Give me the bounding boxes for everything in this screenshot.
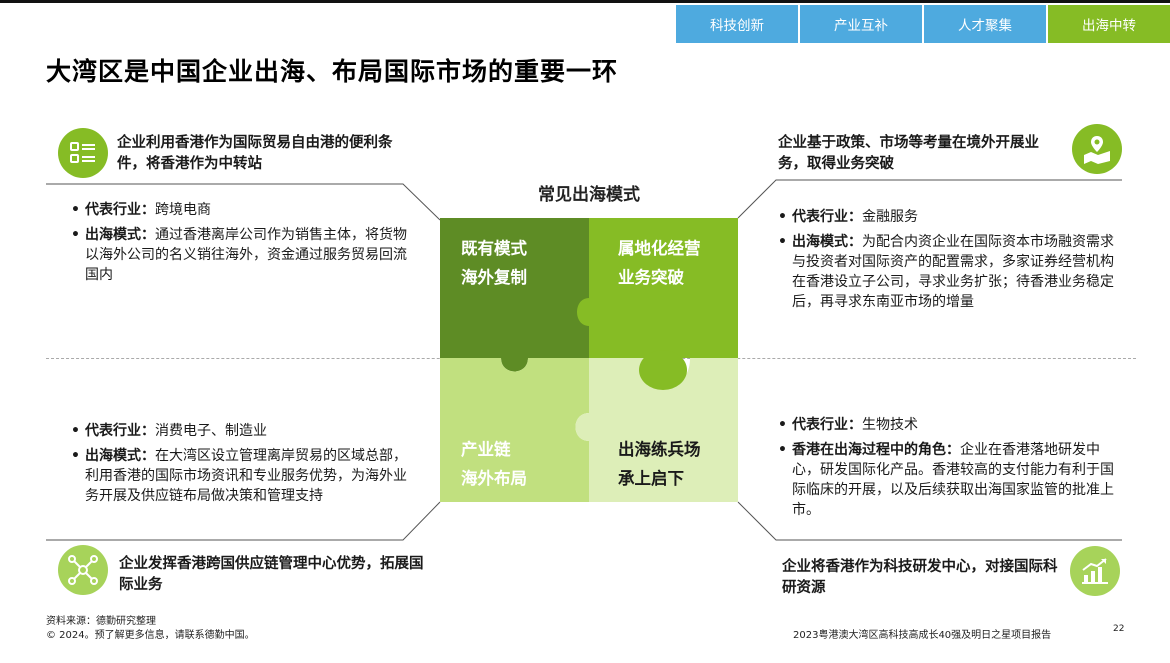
list-item: 出海模式：为配合内资企业在国际资本市场融资需求与投资者对国际资产的配置需求，多家…: [775, 232, 1127, 312]
tab-overseas-transit[interactable]: 出海中转: [1048, 5, 1170, 43]
puzzle-piece-tl: [440, 218, 589, 372]
tab-tech-innovation[interactable]: 科技创新: [676, 5, 798, 43]
bottom-left-points: 代表行业：消费电子、制造业 出海模式：在大湾区设立管理离岸贸易的区域总部，利用香…: [68, 421, 420, 511]
list-item: 出海模式：通过香港离岸公司作为销售主体，将货物以海外公司的名义销往海外，资金通过…: [68, 225, 420, 285]
top-left-heading: 企业利用香港作为国际贸易自由港的便利条件，将香港作为中转站: [117, 135, 393, 172]
map-pin-icon: [1072, 124, 1122, 174]
top-right-points: 代表行业：金融服务 出海模式：为配合内资企业在国际资本市场融资需求与投资者对国际…: [775, 207, 1127, 317]
puzzle-text-br: 出海练兵场 承上启下: [618, 440, 701, 488]
list-item: 代表行业：消费电子、制造业: [68, 421, 420, 441]
top-right-heading: 企业基于政策、市场等考量在境外开展业务，取得业务突破: [778, 135, 1039, 172]
center-title: 常见出海模式: [538, 185, 640, 205]
bottom-right-points: 代表行业：生物技术 香港在出海过程中的角色：企业在香港落地研发中心，研发国际化产…: [775, 415, 1127, 525]
list-item: 代表行业：跨境电商: [68, 200, 420, 220]
top-rule: [0, 0, 1170, 3]
footer-copyright: © 2024。预了解更多信息，请联系德勤中国。: [46, 630, 255, 641]
page-number: 22: [1113, 624, 1125, 634]
bottom-left-heading: 企业发挥香港跨国供应链管理中心优势，拓展国际业务: [119, 556, 424, 593]
puzzle-piece-br: [575, 358, 738, 502]
puzzle-text-bl: 产业链 海外布局: [461, 440, 527, 488]
puzzle-piece-bl: [440, 358, 589, 502]
bottom-right-heading: 企业将香港作为科技研发中心，对接国际科研资源: [782, 559, 1058, 596]
chart-growth-icon: [1070, 546, 1120, 596]
list-icon: [58, 128, 108, 178]
page-title: 大湾区是中国企业出海、布局国际市场的重要一环: [46, 57, 619, 86]
list-item: 代表行业：金融服务: [775, 207, 1127, 227]
footer-source: 资料来源：德勤研究整理: [46, 616, 156, 627]
list-item: 香港在出海过程中的角色：企业在香港落地研发中心，研发国际化产品。香港较高的支付能…: [775, 440, 1127, 520]
tab-industry-complement[interactable]: 产业互补: [800, 5, 922, 43]
list-item: 出海模式：在大湾区设立管理离岸贸易的区域总部，利用香港的国际市场资讯和专业服务优…: [68, 446, 420, 506]
tab-talent[interactable]: 人才聚集: [924, 5, 1046, 43]
list-item: 代表行业：生物技术: [775, 415, 1127, 435]
network-icon: [58, 545, 108, 595]
puzzle-graphic: [440, 218, 738, 502]
puzzle-text-tl: 既有模式 海外复制: [461, 239, 527, 287]
puzzle-piece-tr: [577, 218, 738, 358]
section-tabs: 科技创新 产业互补 人才聚集 出海中转: [674, 5, 1170, 43]
puzzle-text-tr: 属地化经营 业务突破: [618, 239, 701, 287]
top-left-points: 代表行业：跨境电商 出海模式：通过香港离岸公司作为销售主体，将货物以海外公司的名…: [68, 200, 420, 290]
footer-report-title: 2023粤港澳大湾区高科技高成长40强及明日之星项目报告: [793, 630, 1052, 641]
